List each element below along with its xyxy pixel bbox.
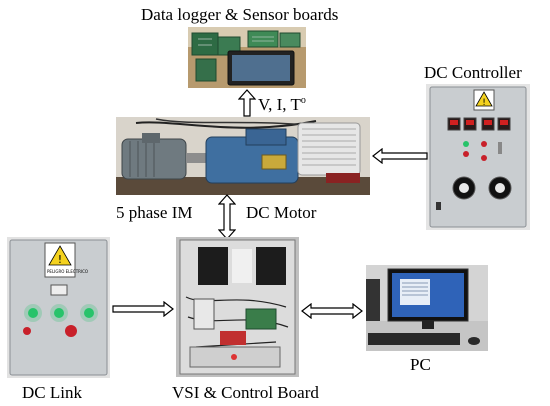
arrow-left-icon xyxy=(372,148,428,164)
dc-motor-label: DC Motor xyxy=(246,203,317,222)
measurements-sup: o xyxy=(300,95,306,106)
data-logger-photo xyxy=(188,27,306,88)
vsi-control-label: VSI & Control Board xyxy=(172,383,319,402)
arrow-up-icon xyxy=(238,89,256,117)
five-phase-im-label: 5 phase IM xyxy=(116,203,193,222)
arrow-double-vertical-icon xyxy=(218,194,236,240)
motor-bench-photo xyxy=(116,117,370,195)
arrow-right-icon xyxy=(112,301,174,317)
measurements-text: V, I, T xyxy=(258,95,301,114)
warning-caption: PELIGRO ELECTRICO xyxy=(47,269,89,274)
vsi-control-photo xyxy=(176,237,299,377)
svg-text:!: ! xyxy=(58,253,62,266)
dc-controller-label: DC Controller xyxy=(424,63,522,82)
data-logger-label: Data logger & Sensor boards xyxy=(141,5,339,24)
dc-controller-photo: ! xyxy=(426,84,530,230)
dc-link-label: DC Link xyxy=(22,383,82,402)
measurements-label: V, I, To xyxy=(258,95,306,114)
arrow-double-horizontal-icon xyxy=(301,303,363,319)
dc-link-photo: ! xyxy=(7,237,110,378)
warning-icon xyxy=(475,91,493,107)
pc-photo xyxy=(366,265,488,351)
svg-text:!: ! xyxy=(482,98,486,108)
pc-label: PC xyxy=(410,355,431,374)
